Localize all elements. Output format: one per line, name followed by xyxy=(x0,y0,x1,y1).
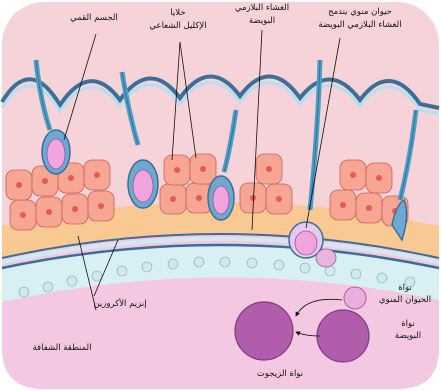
label-egg-nucleus-1: نواة xyxy=(401,319,415,329)
label-sperm-fusing: حيوان منوي يندمج xyxy=(328,7,392,17)
sperm-pronucleus xyxy=(344,287,366,309)
label-corona-cells: خلايا xyxy=(170,8,185,18)
label-sperm-nucleus-1: نواة xyxy=(398,283,412,293)
egg-pronucleus xyxy=(317,310,369,362)
sperm-head-entering xyxy=(316,249,336,267)
label-acrosin-enzyme: إنزيم الأكروزين xyxy=(93,298,146,309)
label-corona-radiata: الإكليل الشعاعي xyxy=(149,21,206,31)
label-egg-nucleus-2: البويضة xyxy=(395,331,421,341)
label-zygote-nucleus: نواة الزيجوت xyxy=(257,369,303,379)
label-plasma-membrane-egg: البويضة xyxy=(249,16,275,26)
label-zona-pellucida: المنطقة الشفافة xyxy=(32,343,91,353)
label-sperm-fusing-2: الغشاء البلازمي البويضة xyxy=(318,20,401,30)
zygote-nucleus-circle xyxy=(235,302,293,360)
label-plasma-membrane-top: الغشاء البلازمي xyxy=(235,3,289,13)
label-acrosome: الجسم القمي xyxy=(70,13,118,23)
label-sperm-nucleus-2: الحيوان المنوي xyxy=(379,295,431,305)
